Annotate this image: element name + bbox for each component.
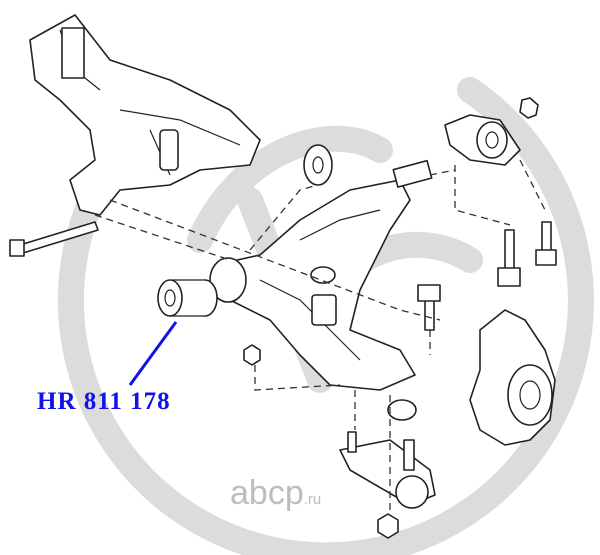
part-number-label: HR 811 178 [37,388,171,415]
bolt [9,221,99,257]
subframe [29,14,261,216]
ball-joint [339,431,436,509]
pointer-line [128,321,178,386]
rear-bushing-bracket [444,97,539,166]
steering-knuckle [469,309,556,446]
washer [303,144,333,186]
assembly-lines [94,159,546,515]
watermark-suffix: .ru [303,491,322,508]
bushing-hr811178 [157,279,218,317]
watermark-text: abcp.ru [230,474,321,513]
bolts [243,221,557,539]
lower-control-arm [209,159,433,391]
watermark-brand: abcp [230,474,304,512]
